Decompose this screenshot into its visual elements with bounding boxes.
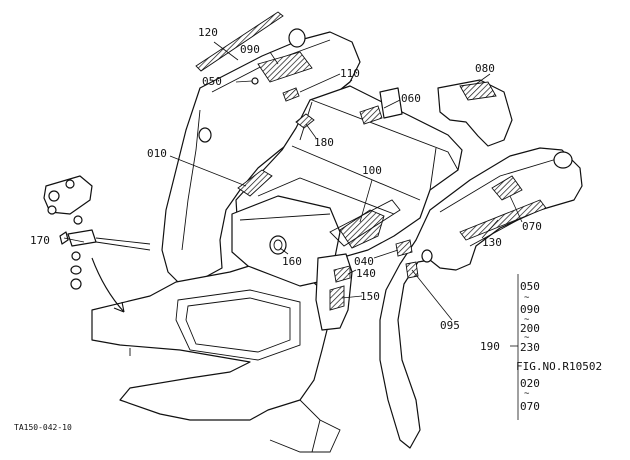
group-item-090: 090 xyxy=(520,303,540,316)
range-mark: ~ xyxy=(524,293,530,303)
knob-assembly-170 xyxy=(43,175,151,290)
group-item-020: 020 xyxy=(520,377,540,390)
decal-070-b xyxy=(459,199,547,241)
leader-lines xyxy=(63,41,523,347)
callout-095: 095 xyxy=(440,319,460,332)
decal-060 xyxy=(359,105,383,125)
group-item-050: 050 xyxy=(520,280,540,293)
range-mark: ~ xyxy=(524,333,530,343)
decal-180 xyxy=(295,113,315,129)
callout-100: 100 xyxy=(362,164,382,177)
callout-150: 150 xyxy=(360,290,380,303)
bolt-050 xyxy=(251,77,259,85)
knob-160 xyxy=(269,235,287,255)
group-item-230: 230 xyxy=(520,341,540,354)
figure-reference: FIG.NO.R10502 xyxy=(516,360,603,373)
decal-090 xyxy=(257,51,313,83)
assembly-arrow xyxy=(91,257,125,313)
callout-040: 040 xyxy=(354,255,374,268)
range-mark: ~ xyxy=(524,315,530,325)
callout-170: 170 xyxy=(30,234,50,247)
drawing-code: TA150-042-10 xyxy=(14,423,72,432)
range-mark: ~ xyxy=(524,389,530,399)
callout-190: 190 xyxy=(480,340,500,353)
group-item-200: 200 xyxy=(520,322,540,335)
group-item-070: 070 xyxy=(520,400,540,413)
decal-070-a xyxy=(491,175,523,201)
floor-plate xyxy=(91,261,341,453)
decal-150 xyxy=(329,285,345,311)
callout-180: 180 xyxy=(314,136,334,149)
decal-140 xyxy=(333,265,351,283)
callout-160: 160 xyxy=(282,255,302,268)
callout-050: 050 xyxy=(202,75,222,88)
callout-010: 010 xyxy=(147,147,167,160)
callout-060: 060 xyxy=(401,92,421,105)
right-fender xyxy=(379,147,583,449)
callout-140: 140 xyxy=(356,267,376,280)
decal-120 xyxy=(195,11,284,72)
callout-070: 070 xyxy=(522,220,542,233)
callout-090: 090 xyxy=(240,43,260,56)
cover-080 xyxy=(437,79,513,147)
decal-040 xyxy=(395,239,413,257)
callout-110: 110 xyxy=(340,67,360,80)
callout-130: 130 xyxy=(482,236,502,249)
callout-120: 120 xyxy=(198,26,218,39)
decal-110 xyxy=(282,87,300,102)
console-post xyxy=(315,253,353,331)
front-box xyxy=(231,195,341,287)
decal-100 xyxy=(339,209,385,249)
left-fender xyxy=(161,28,361,285)
decal-010 xyxy=(237,169,273,197)
callout-080: 080 xyxy=(475,62,495,75)
